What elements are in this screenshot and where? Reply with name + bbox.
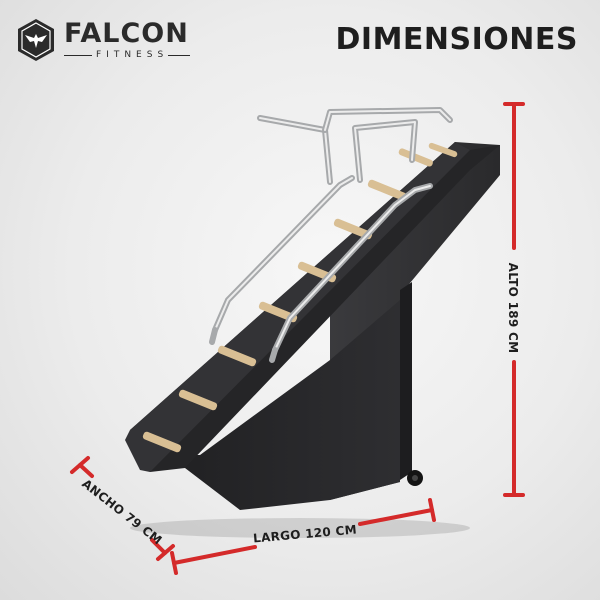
brand-tagline: FITNESS [96, 50, 169, 60]
width-dimension-marker [70, 456, 175, 561]
left-handrail-post [257, 115, 333, 185]
step [333, 218, 373, 240]
floor-shadow [130, 518, 470, 538]
falcon-emblem-icon [18, 19, 54, 61]
step [428, 142, 458, 158]
step [398, 148, 433, 167]
brand-divider-left [64, 55, 92, 56]
height-dimension-marker [503, 102, 525, 497]
page-title: DIMENSIONES [335, 22, 578, 57]
height-dimension-label: ALTO 189 CM [506, 262, 520, 354]
wheel-hub [412, 475, 418, 481]
left-rail-end [209, 327, 218, 345]
handrails [209, 107, 453, 363]
brand-name: FALCON [64, 18, 189, 49]
machine-support-column [400, 282, 412, 480]
brand-logo: FALCON FITNESS [16, 16, 206, 64]
step [367, 179, 407, 201]
step [178, 389, 218, 411]
machine-base-front [160, 300, 400, 510]
length-dimension-marker [170, 498, 436, 575]
step [142, 431, 182, 453]
brand-divider-right [168, 55, 190, 56]
step [217, 345, 257, 367]
right-rail-end [269, 347, 278, 363]
